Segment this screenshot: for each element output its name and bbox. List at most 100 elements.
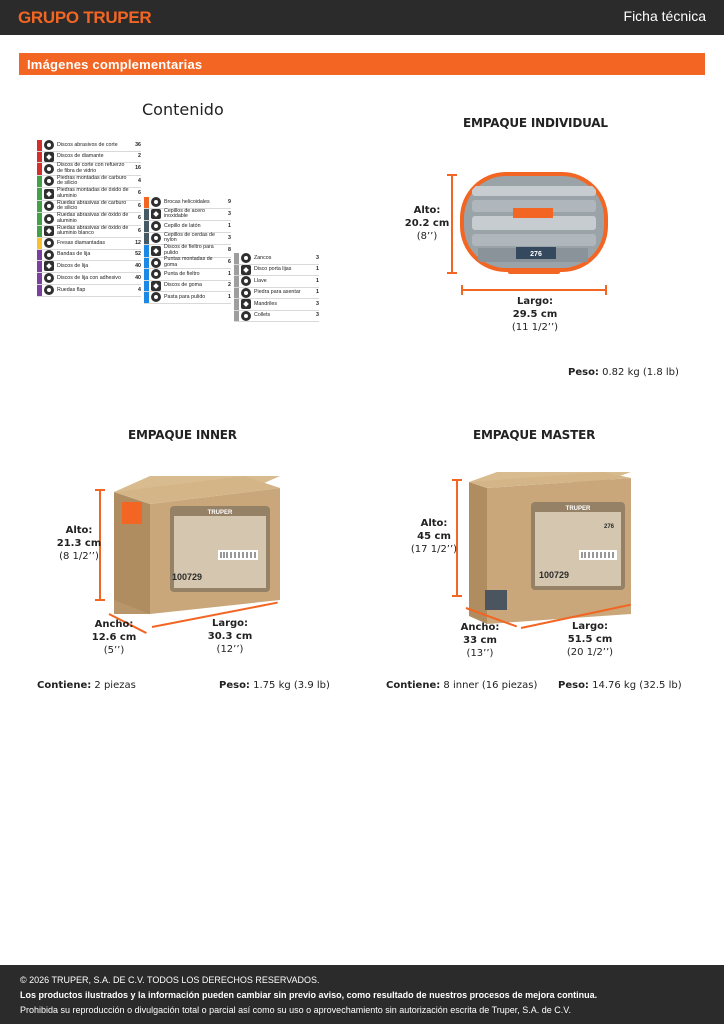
contents-item-name: Disco porta lijas xyxy=(254,266,292,272)
category-color-bar xyxy=(37,213,42,225)
contents-item-name: Discos de goma xyxy=(164,282,202,288)
contents-item-qty: 9 xyxy=(228,198,231,205)
contents-item-qty: 2 xyxy=(228,282,231,288)
category-color-bar xyxy=(234,299,239,310)
accessory-icon xyxy=(44,273,54,284)
accessory-icon xyxy=(241,299,251,310)
inner-box-brand: TRUPER xyxy=(208,510,233,516)
accessory-icon xyxy=(241,253,251,264)
category-color-bar xyxy=(144,221,149,232)
contents-item-qty: 1 xyxy=(316,277,319,284)
category-color-bar xyxy=(37,175,42,187)
contents-item-qty: 4 xyxy=(138,177,141,184)
contents-item-qty: 3 xyxy=(228,234,231,241)
accessory-icon xyxy=(44,213,54,224)
category-color-bar xyxy=(144,280,149,291)
master-contents: Contiene: 8 inner (16 piezas) xyxy=(386,680,538,691)
category-color-bar xyxy=(37,188,42,200)
contents-item-name: Cepillos de cerdas de nylon xyxy=(164,231,215,244)
master-ancho: Ancho: 33 cm (13’’) xyxy=(460,622,500,659)
contents-item-name: Pasta para pulido xyxy=(164,293,206,300)
category-color-bar xyxy=(234,264,239,275)
category-color-bar xyxy=(234,287,239,298)
inner-ancho: Ancho: 12.6 cm (5’’) xyxy=(91,619,137,656)
alto-dimension-line xyxy=(451,174,453,274)
contents-item: Discos de goma 2 xyxy=(144,280,231,292)
individual-title: EMPAQUE INDIVIDUAL xyxy=(463,116,608,130)
accessory-icon xyxy=(44,226,54,237)
accessory-icon xyxy=(151,280,161,291)
contents-item-name: Ruedas abrasivas de carburo de silicio xyxy=(57,199,127,212)
category-color-bar xyxy=(144,269,149,280)
inner-weight: Peso: 1.75 kg (3.9 lb) xyxy=(219,680,330,691)
contents-item-qty: 40 xyxy=(135,274,141,281)
category-color-bar xyxy=(37,272,42,284)
master-box-brand: TRUPER xyxy=(566,506,591,512)
contents-item-name: Discos abrasivos de corte xyxy=(57,141,118,148)
accessory-icon xyxy=(241,287,251,298)
individual-alto: Alto: 20.2 cm (8’’) xyxy=(404,205,450,242)
accessory-icon xyxy=(151,269,161,280)
contents-item-name: Punta de fieltro xyxy=(164,270,200,277)
category-color-bar xyxy=(144,208,149,220)
brand-logo: GRUPO TRUPER xyxy=(18,8,152,27)
accessory-icon xyxy=(44,261,54,272)
accessory-icon xyxy=(44,176,54,187)
contents-title: Contenido xyxy=(142,100,224,119)
contents-item-name: Mandriles xyxy=(254,300,277,307)
contents-item-qty: 52 xyxy=(135,251,141,257)
category-color-bar xyxy=(37,151,42,162)
master-alto: Alto: 45 cm (17 1/2’’) xyxy=(410,518,458,555)
contents-item-qty: 1 xyxy=(316,289,319,295)
contents-item-qty: 40 xyxy=(135,262,141,269)
category-color-bar xyxy=(37,225,42,237)
contents-item-qty: 1 xyxy=(228,270,231,277)
accessory-icon xyxy=(151,233,161,244)
accessory-icon xyxy=(44,285,54,296)
top-bar: GRUPO TRUPER Ficha técnica xyxy=(0,0,724,35)
category-color-bar xyxy=(37,261,42,272)
contents-item-name: Puntas montadas de goma xyxy=(164,256,213,268)
accessory-icon xyxy=(44,201,54,212)
footer: © 2026 TRUPER, S.A. DE C.V. TODOS LOS DE… xyxy=(0,965,724,1024)
contents-item: Discos de fieltro para pulido 8 xyxy=(144,245,231,258)
contents-item-qty: 1 xyxy=(316,266,319,272)
inner-box-code: 100729 xyxy=(172,572,202,582)
accessory-icon xyxy=(44,151,54,162)
inner-alto-line xyxy=(99,489,101,601)
accessory-icon xyxy=(44,249,54,260)
contents-item: Cepillos de cerdas de nylon 3 xyxy=(144,231,231,245)
contents-item: Punta de fieltro 1 xyxy=(144,269,231,281)
contents-item-qty: 6 xyxy=(138,190,141,196)
master-largo: Largo: 51.5 cm (20 1/2’’) xyxy=(566,621,614,658)
contents-item: Discos de corte con refuerzo de fibra de… xyxy=(37,163,141,176)
contents-item-name: Discos de lija con adhesivo xyxy=(57,274,121,281)
document-type: Ficha técnica xyxy=(623,8,706,24)
contents-item-name: Fresas diamantadas xyxy=(57,239,105,246)
accessory-icon xyxy=(241,310,251,321)
contents-item-qty: 3 xyxy=(228,210,231,217)
contents-item-name: Discos de fieltro para pulido xyxy=(164,244,214,256)
largo-dimension-line xyxy=(461,289,607,291)
accessory-icon xyxy=(241,276,251,287)
individual-case-image: 276 xyxy=(460,172,608,274)
category-color-bar xyxy=(234,253,239,264)
contents-item-qty: 8 xyxy=(228,247,231,253)
category-color-bar xyxy=(144,245,149,257)
contents-item-name: Piedra para asentar xyxy=(254,289,301,295)
accessory-icon xyxy=(151,292,161,303)
contents-item-name: Ruedas flap xyxy=(57,286,86,293)
category-color-bar xyxy=(144,257,149,268)
